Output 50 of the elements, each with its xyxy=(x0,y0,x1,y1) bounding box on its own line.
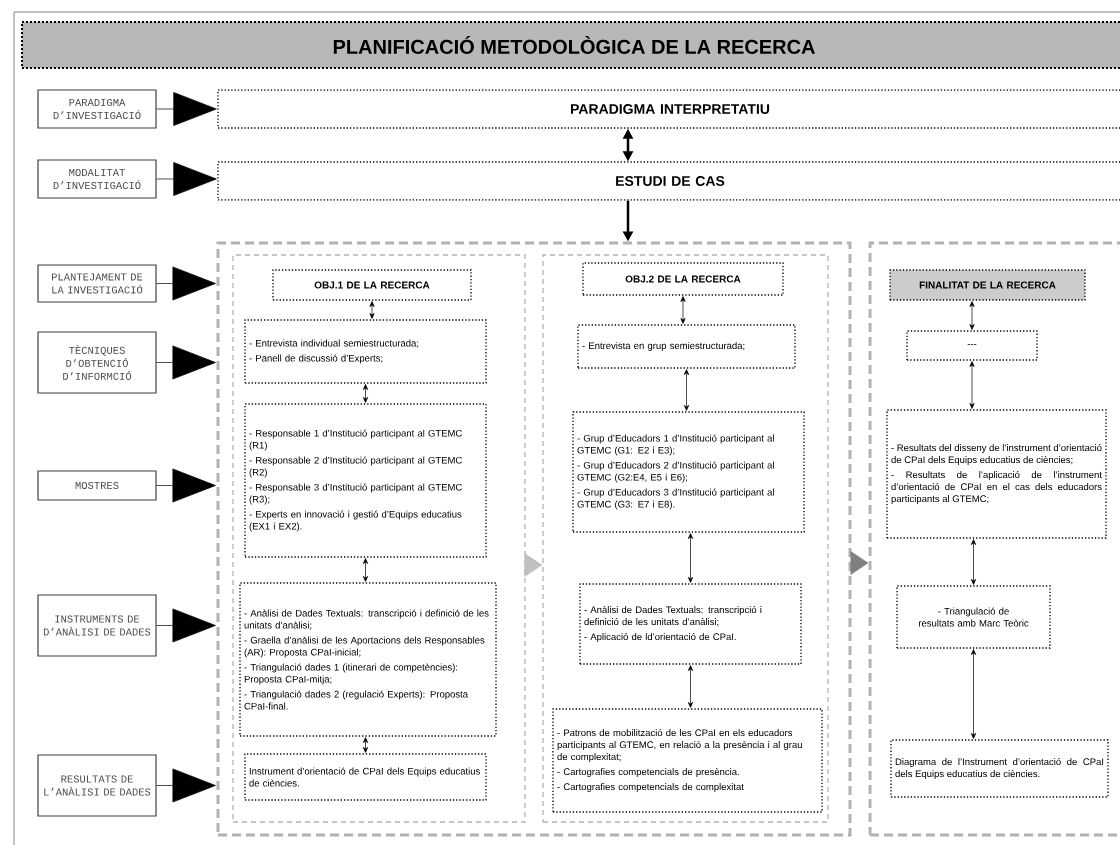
double-arrow xyxy=(687,533,694,583)
double-arrow xyxy=(362,558,369,582)
double-arrow xyxy=(362,384,369,403)
wedge-arrow xyxy=(156,162,217,196)
side-label-box: INSTRUMENTS DE D’ANÀLISI DE DADES xyxy=(37,594,157,657)
column-frame xyxy=(542,254,829,823)
wedge-arrow xyxy=(156,92,217,126)
text-box: - Anàlisi de Dades Textuals: transcripció i definició de les unitats d’anàlisi; - Graella d’anàlisi de les Aportacions dels Responsables (AR): Proposta CPaI-inicial; - Triangulació dades 1 (itinerari de competències): Proposta CPaI-mitja; - Triangulació dades 2 (regulació Experts): Proposta CPaI-final. xyxy=(239,582,497,737)
side-label-box: MODALITAT D’INVESTIGACIÓ xyxy=(37,159,157,199)
text-box: - Triangulació de resultats amb Marc Teòric xyxy=(896,585,1051,649)
text-box: - Responsable 1 d’Institució participant al GTEMC (R1) - Responsable 2 d’Institució participant al GTEMC (R2) - Responsable 3 d’Institució participant al GTEMC (R3); - Experts en innovació i gestió d’Equips educatius (EX1 i EX2). xyxy=(244,403,487,558)
wedge-arrow xyxy=(156,468,216,503)
double-arrow xyxy=(687,665,694,708)
side-label-box: PARADIGMA D’INVESTIGACIÓ xyxy=(37,89,157,129)
heading-box: OBJ.1 DE LA RECERCA xyxy=(272,269,472,301)
double-arrow xyxy=(683,369,690,411)
side-label-box: PLANTEJAMENT DE LA INVESTIGACIÓ xyxy=(37,264,157,303)
text-box: - Resultats del disseny de l’instrument d’orientació de CPaI dels Equips educatius de ciències; - Resultats de l’aplicació de l’instrument d’orientació de CPaI en el cas dels educadors participants al GTEMC; xyxy=(886,409,1107,539)
double-arrow xyxy=(970,649,977,739)
heading-box: FINALITAT DE LA RECERCA xyxy=(889,269,1086,301)
text-box: Diagrama de l’Instrument d’orientació de CPaI dels Equips educatius de ciències. xyxy=(890,739,1109,798)
wedge-arrow xyxy=(156,608,216,643)
column-frame xyxy=(232,254,526,823)
text-box: - Entrevista en grup semiestructurada; xyxy=(577,324,796,369)
heading-box: OBJ.2 DE LA RECERCA xyxy=(582,262,784,296)
side-label-box: MOSTRES xyxy=(37,470,157,501)
text-box: - Entrevista individual semiestructurada; - Panell de discussió d’Experts; xyxy=(244,319,487,384)
header-band: PARADIGMA INTERPRETATIU xyxy=(217,89,1120,129)
double-arrow xyxy=(369,301,375,319)
wedge-arrow xyxy=(156,345,216,380)
double-arrow xyxy=(969,361,975,409)
text-box: - Anàlisi de Dades Textuals: transcripció i definició de les unitats d’anàlisi; - Aplicació de ld’orientació de CPaI. xyxy=(579,583,802,665)
text-box: Instrument d’orientació de CPaI dels Equips educatius de ciències. xyxy=(244,753,487,801)
wedge-arrow xyxy=(156,768,216,803)
text-box: - Grup d’Educadors 1 d’Institució participant al GTEMC (G1: E2 i E3); - Grup d’Educadors 2 d’Institució participant al GTEMC (G2:E4, E5 i E6); - Grup d’Educadors 3 d’Institució participant al GTEMC (G3: E7 i E8). xyxy=(572,411,805,533)
double-arrow xyxy=(362,737,369,753)
text-box: - Patrons de mobilització de les CPaI en els educadors participants al GTEMC, en relació a la presència i al grau de complexitat; - Cartografies competencials de presència. - Cartografies competencials de complexitat xyxy=(552,708,823,813)
arrow xyxy=(524,553,543,577)
text-box: --- xyxy=(906,330,1038,361)
title-band: PLANIFICACIÓ METODOLÒGICA DE LA RECERCA xyxy=(21,21,1120,69)
dashed-frame xyxy=(216,241,852,837)
double-arrow xyxy=(969,301,975,330)
header-band: ESTUDI DE CAS xyxy=(217,161,1120,201)
double-arrow xyxy=(970,539,977,585)
wedge-arrow xyxy=(156,266,216,301)
dashed-frame xyxy=(868,241,1120,837)
double-arrow xyxy=(680,296,686,324)
arrow xyxy=(850,551,869,575)
side-label-box: TÈCNIQUES D’OBTENCIÓ D’INFORMCIÓ xyxy=(37,331,157,394)
side-label-box: RESULTATS DE L’ANÀLISI DE DADES xyxy=(37,754,157,817)
